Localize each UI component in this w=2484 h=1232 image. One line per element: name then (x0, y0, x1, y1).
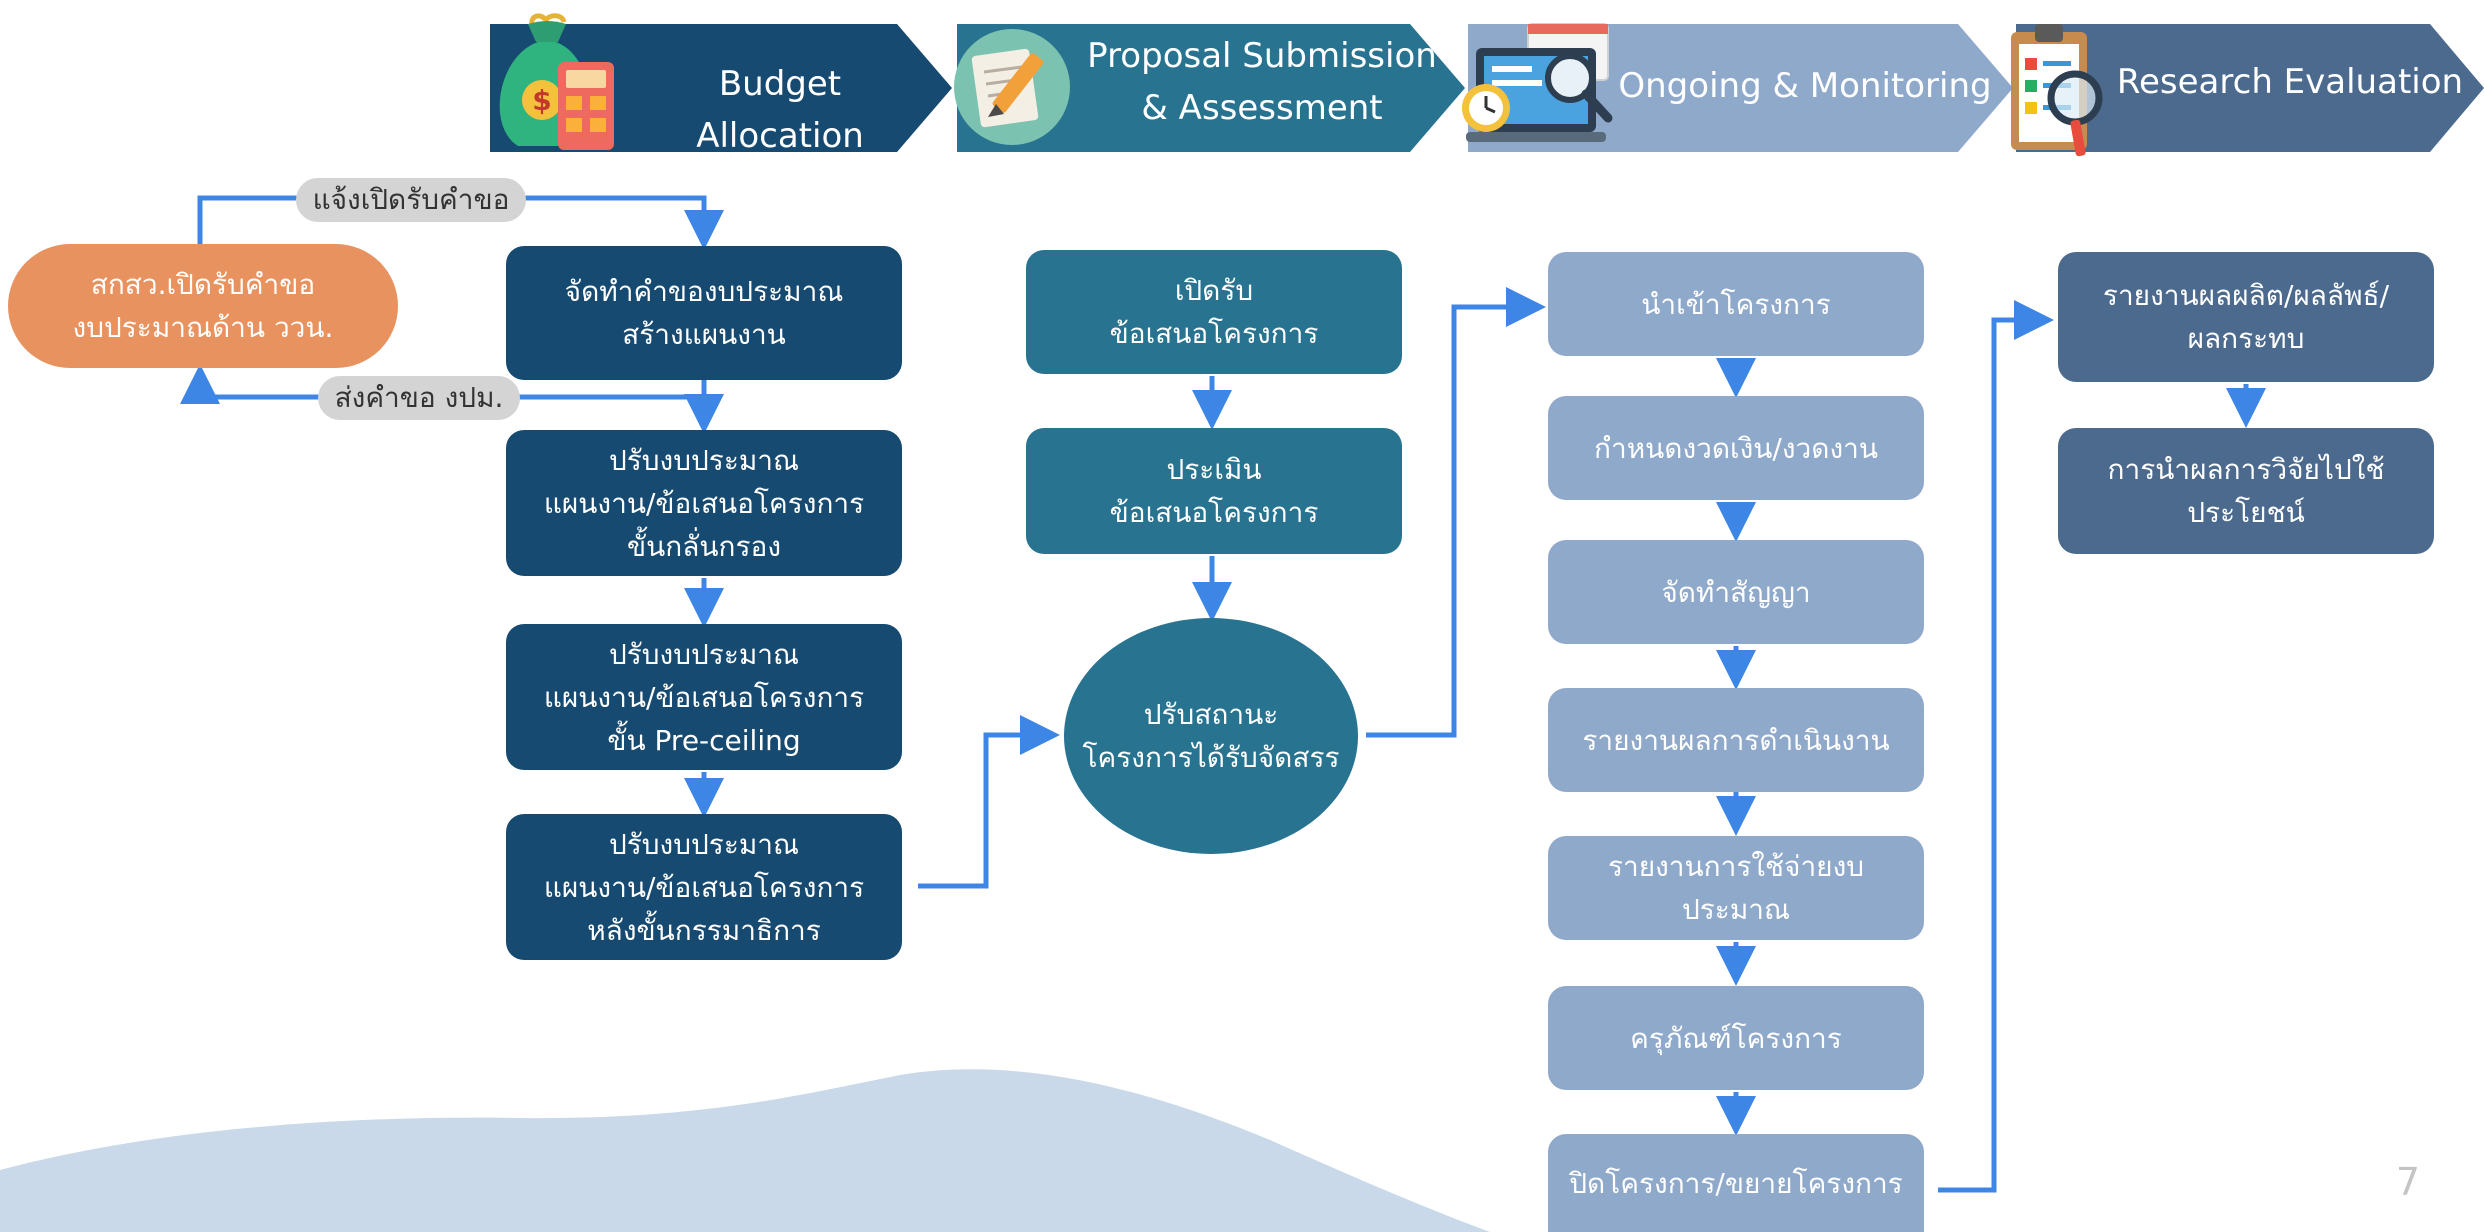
stage-label-proposal: Proposal Submission & Assessment (1087, 36, 1437, 128)
monitoring-step-2: กำหนดงวดเงิน/งวดงาน (1548, 396, 1924, 500)
monitoring-step-3: จัดทำสัญญา (1548, 540, 1924, 644)
clipboard-checklist-icon (2011, 24, 2103, 157)
stage-label-monitoring: Ongoing & Monitoring (1618, 66, 1992, 106)
monitoring-step-1: นำเข้าโครงการ (1548, 252, 1924, 356)
monitoring-step-6: ครุภัณฑ์โครงการ (1548, 986, 1924, 1090)
stage-label-budget: Budget Allocation (696, 64, 864, 156)
budget-step-1: จัดทำคำของบประมาณ สร้างแผนงาน (506, 246, 902, 380)
document-pencil-icon (954, 29, 1070, 145)
stage-chevron-proposal (957, 24, 1465, 152)
proposal-to-monitoring (1366, 287, 1546, 738)
money-bag-calculator-icon: $ (499, 13, 614, 150)
monitoring-step-7: ปิดโครงการ/ขยายโครงการ (1548, 1134, 1924, 1232)
proposal-step-1: เปิดรับ ข้อเสนอโครงการ (1026, 250, 1402, 374)
submit-connector (180, 364, 704, 404)
budget-origin-node: สกสว.เปิดรับคำขอ งบประมาณด้าน ววน. (8, 244, 398, 368)
evaluation-step-2: การนำผลการวิจัยไปใช้ ประโยชน์ (2058, 428, 2434, 554)
monitoring-to-evaluation (1938, 300, 2054, 1193)
proposal-status-node: ปรับสถานะ โครงการได้รับจัดสรร (1064, 618, 1358, 854)
monitoring-step-4: รายงานผลการดำเนินงาน (1548, 688, 1924, 792)
notify-label: แจ้งเปิดรับคำขอ (296, 178, 526, 222)
budget-to-proposal (918, 715, 1060, 889)
budget-step-2: ปรับงบประมาณ แผนงาน/ข้อเสนอโครงการ ขั้นก… (506, 430, 902, 576)
proposal-step-2: ประเมิน ข้อเสนอโครงการ (1026, 428, 1402, 554)
monitor-magnifier-clock-icon (1462, 23, 1613, 142)
stage-label-evaluation: Research Evaluation (2116, 62, 2464, 102)
stage-chevron-evaluation (2016, 24, 2484, 152)
page-number: 7 (2395, 1160, 2420, 1204)
monitoring-step-5: รายงานการใช้จ่ายงบประมาณ (1548, 836, 1924, 940)
budget-step-3: ปรับงบประมาณ แผนงาน/ข้อเสนอโครงการ ขั้น … (506, 624, 902, 770)
budget-step-4: ปรับงบประมาณ แผนงาน/ข้อเสนอโครงการ หลังข… (506, 814, 902, 960)
evaluation-step-1: รายงานผลผลิต/ผลลัพธ์/ ผลกระทบ (2058, 252, 2434, 382)
submit-label: ส่งคำขอ งปม. (318, 376, 520, 420)
svg-text:$: $ (532, 84, 551, 117)
